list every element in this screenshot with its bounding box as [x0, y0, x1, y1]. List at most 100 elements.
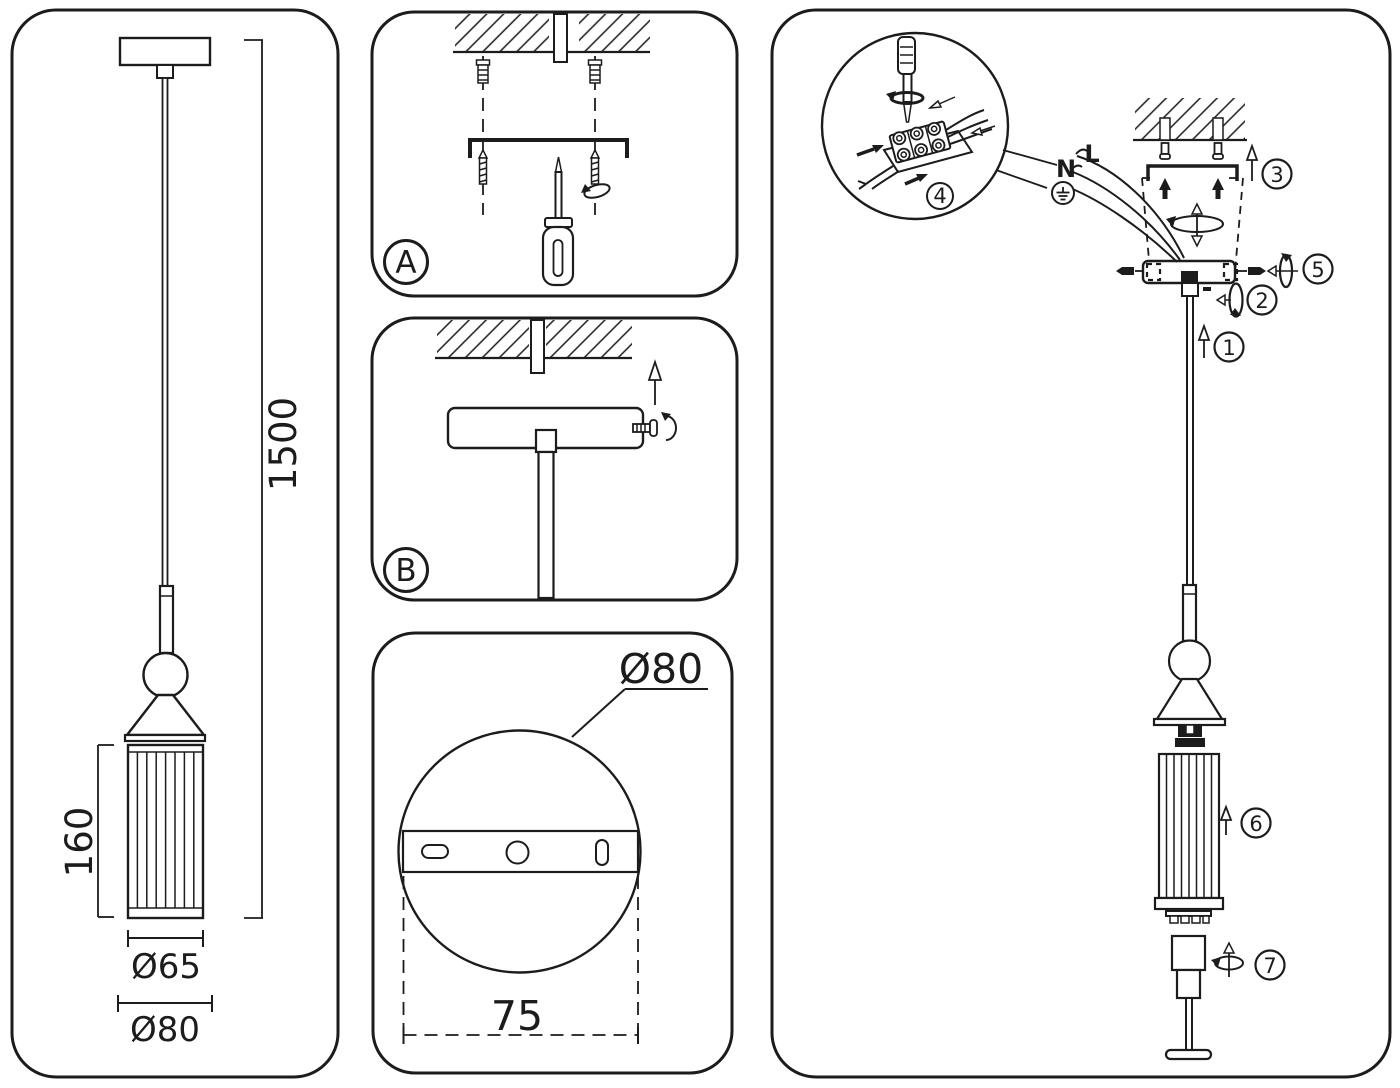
step-3-label: 3: [1270, 163, 1283, 187]
mounting-bracket: [468, 138, 629, 158]
dimension-drop-length: 1500: [244, 39, 305, 919]
diameter-callout: Ø80: [571, 645, 708, 738]
step-7-label: 7: [1263, 954, 1276, 978]
terminal-block-icon: [888, 120, 952, 164]
wire-live-label: L: [1084, 140, 1099, 168]
ribbed-shade: [126, 743, 205, 920]
screw-icon: [477, 148, 489, 185]
pendant-rod: [537, 450, 555, 600]
step-b-badge: B: [383, 547, 429, 593]
mains-cable: [530, 319, 545, 374]
finial: [1164, 934, 1213, 1061]
cone-rim: [123, 733, 207, 743]
step-6-label: 6: [1249, 812, 1262, 836]
wire-neutral-label: N: [1056, 155, 1076, 183]
panel-assembly: 3: [770, 8, 1392, 1079]
ceiling-hatch: [435, 320, 632, 360]
panel-step-b: B: [370, 316, 739, 602]
inset-circle: [820, 31, 1010, 221]
twist-arrow-icon: [1166, 202, 1224, 248]
step-6-badge: 6: [1240, 807, 1272, 839]
step-1-label: 1: [1222, 336, 1235, 360]
wall-anchor-icon: [475, 59, 491, 84]
dimension-canopy-diameter: Ø80: [117, 995, 213, 1050]
insert-arrow-icons: [856, 96, 996, 186]
up-arrow-icon: [647, 359, 663, 405]
step-1-badge: 1: [1213, 331, 1245, 363]
up-arrow-icon: [1197, 323, 1211, 358]
slot-hole: [421, 844, 449, 859]
wall-anchor-icon: [587, 59, 603, 84]
wiring-detail-inset: 4: [820, 31, 1058, 221]
canopy-diameter-label: Ø80: [130, 1010, 200, 1050]
threaded-ring: [1165, 910, 1212, 924]
step-7-badge: 7: [1254, 949, 1286, 981]
decor-ball: [1167, 639, 1212, 683]
side-screw-icon: [632, 419, 658, 437]
shade-height-label: 160: [58, 807, 101, 878]
canopy-stem: [156, 64, 174, 79]
step-5-label: 5: [1311, 258, 1324, 282]
canopy-stem: [534, 428, 558, 454]
up-arrow-icon: [1219, 804, 1233, 835]
anchor-screw-up-icon: [1159, 178, 1224, 199]
center-hole: [505, 840, 530, 865]
step-a-badge: A: [383, 239, 429, 285]
suspension-cable: [161, 77, 169, 589]
panel-dimensions: 1500 160 Ø65 Ø80: [10, 8, 340, 1079]
step-3-badge: 3: [1261, 158, 1293, 190]
locking-nut: [1181, 282, 1211, 297]
decor-cone: [124, 693, 207, 737]
drop-length-label: 1500: [262, 397, 305, 491]
up-arrow-icon: [1245, 143, 1259, 181]
minus-mark: [1203, 287, 1211, 291]
rotation-arrow-icon: [886, 91, 925, 105]
step-2-label: 2: [1255, 289, 1268, 313]
inset-wires: [857, 109, 993, 190]
slot-hole: [595, 839, 609, 866]
rotation-arrow-icon: [581, 183, 611, 199]
screwdriver-icon: [897, 36, 916, 123]
ground-icon: [1051, 181, 1075, 205]
canopy-screw-pockets: [1145, 262, 1239, 282]
hole-spacing-label: 75: [491, 992, 543, 1040]
dimension-hole-spacing: 75: [402, 876, 639, 1044]
canopy-outline: [118, 36, 212, 67]
side-screw-left-icon: [1116, 267, 1143, 275]
ceiling-hatch: [453, 14, 650, 54]
decor-cone: [1155, 677, 1224, 721]
detail-diameter-label: Ø80: [619, 645, 703, 693]
mounting-plate: [401, 829, 640, 874]
dimension-shade-diameter: Ø65: [127, 930, 204, 987]
screwdriver-icon: [541, 156, 575, 287]
alignment-dashes: [482, 56, 596, 215]
panel-step-a: A: [370, 10, 739, 298]
suspension-cable: [1186, 295, 1194, 586]
step-4-badge: 4: [926, 182, 954, 210]
ceiling-hatch: [1133, 98, 1247, 142]
screw-icon: [589, 148, 601, 185]
ceiling-screw-icon: [1159, 142, 1224, 160]
cone-rim: [1152, 717, 1227, 727]
rotate-nut-icon: [1215, 282, 1244, 318]
step-5-badge: 5: [1302, 253, 1334, 285]
supply-wires: [1069, 148, 1185, 263]
step-b-label: B: [395, 553, 416, 589]
pendant-exploded: [1152, 583, 1244, 1061]
cable-gland: [1181, 271, 1198, 283]
lamp-socket: [1175, 724, 1205, 747]
twist-arrow-icon: [1211, 941, 1244, 977]
mounting-bracket: [1146, 164, 1239, 181]
rotation-arrow-icon: [661, 412, 677, 441]
mains-cable: [553, 13, 568, 63]
canopy-ghost-outline: [1141, 177, 1244, 273]
step-2-badge: 2: [1246, 284, 1278, 316]
shade-diameter-label: Ø65: [131, 947, 201, 987]
pendant-side-view: [118, 36, 212, 920]
panel-canopy-detail: Ø80 75: [371, 631, 734, 1075]
step-a-label: A: [395, 245, 416, 281]
side-screw-right-icon: [1237, 253, 1298, 289]
dimension-shade-height: 160: [58, 744, 114, 918]
